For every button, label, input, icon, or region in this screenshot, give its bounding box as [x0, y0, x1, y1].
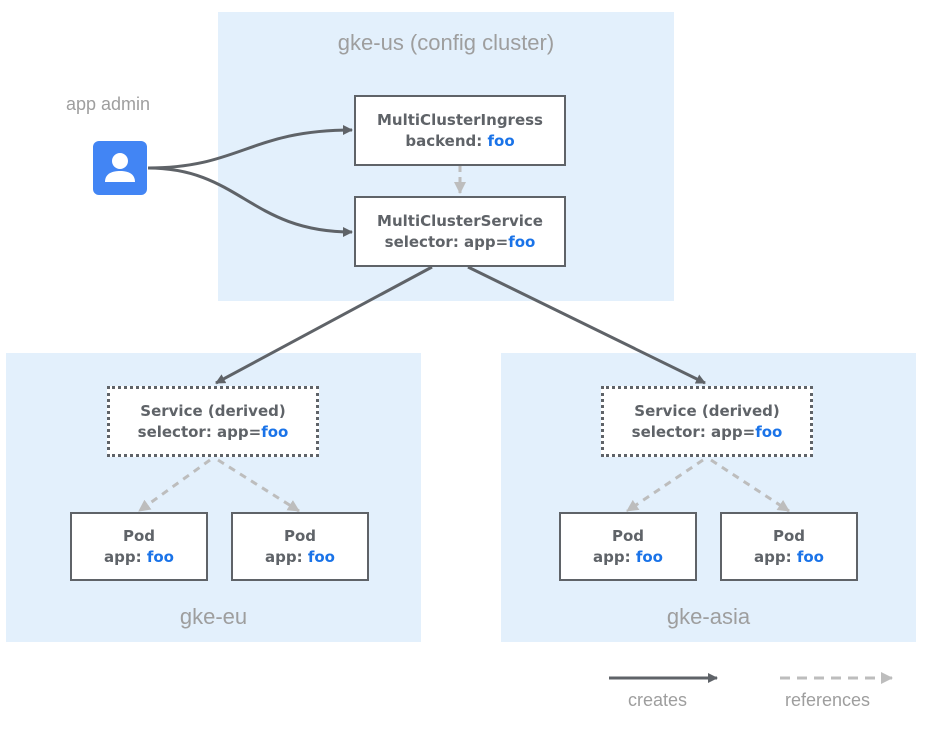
service-derived-asia-node: Service (derived) selector: app=foo [601, 386, 813, 457]
node-title: Service (derived) [634, 401, 780, 420]
node-field: selector: app=foo [137, 422, 289, 441]
node-field: selector: app=foo [384, 232, 536, 251]
edge-mcs-to-service-eu [215, 265, 433, 385]
app-value: foo [146, 547, 174, 566]
node-title: Pod [283, 526, 317, 545]
edge-mcs-to-service-asia [467, 265, 706, 385]
pod-eu-1-node: Pod app: foo [70, 512, 208, 581]
node-title: MultiClusterIngress [377, 110, 543, 129]
node-field: app: foo [754, 547, 824, 566]
edge-admin-to-mci [147, 125, 353, 170]
node-title: Service (derived) [140, 401, 286, 420]
node-title: Pod [772, 526, 806, 545]
legend-references-label: references [785, 690, 871, 710]
node-title: Pod [611, 526, 645, 545]
edge-service-asia-to-pod-1 [626, 458, 704, 513]
region-config-label: gke-us (config cluster) [337, 30, 555, 55]
node-field: backend: foo [405, 131, 515, 150]
edge-admin-to-mcs [147, 166, 353, 237]
legend-creates-label: creates [628, 690, 688, 710]
node-title: MultiClusterService [377, 211, 543, 230]
pod-asia-1-node: Pod app: foo [559, 512, 697, 581]
multicluster-ingress-node: MultiClusterIngress backend: foo [354, 95, 566, 166]
pod-asia-2-node: Pod app: foo [720, 512, 858, 581]
service-derived-eu-node: Service (derived) selector: app=foo [107, 386, 319, 457]
app-value: foo [307, 547, 335, 566]
node-field: app: foo [104, 547, 174, 566]
backend-value: foo [487, 131, 515, 150]
pod-eu-2-node: Pod app: foo [231, 512, 369, 581]
selector-value: foo [755, 422, 783, 441]
region-asia-label: gke-asia [666, 604, 751, 629]
edge-service-eu-to-pod-1 [138, 458, 211, 513]
selector-value: foo [508, 232, 536, 251]
app-value: foo [635, 547, 663, 566]
app-admin-label: app admin [66, 94, 151, 114]
node-title: Pod [122, 526, 156, 545]
node-field: app: foo [593, 547, 663, 566]
user-icon [93, 141, 147, 195]
selector-value: foo [261, 422, 289, 441]
node-field: selector: app=foo [631, 422, 783, 441]
multicluster-service-node: MultiClusterService selector: app=foo [354, 196, 566, 267]
edge-service-eu-to-pod-2 [217, 458, 300, 513]
app-value: foo [796, 547, 824, 566]
region-eu-label: gke-eu [179, 604, 248, 629]
edge-service-asia-to-pod-2 [710, 458, 790, 513]
node-field: app: foo [265, 547, 335, 566]
